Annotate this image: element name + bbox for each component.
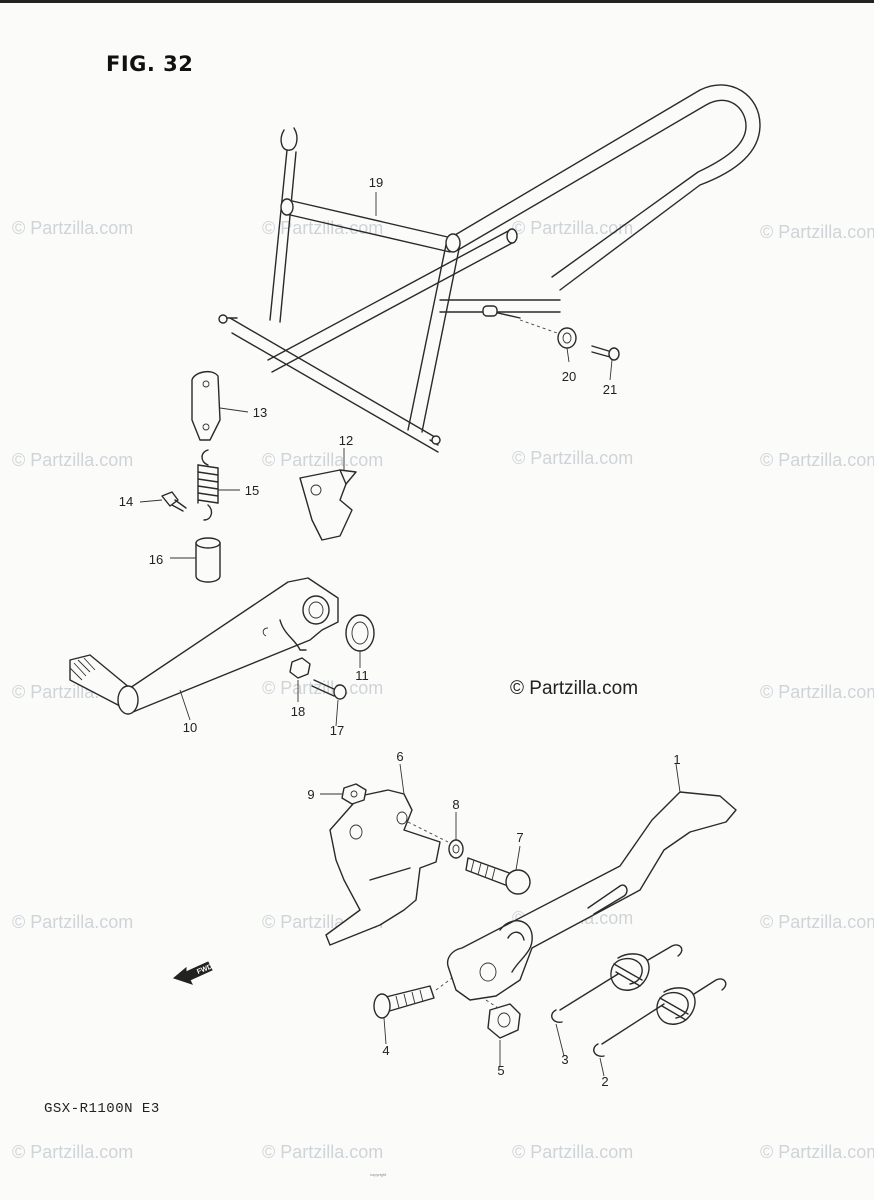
callout-15: 15: [244, 483, 260, 498]
side-stand-1[interactable]: [446, 791, 737, 1001]
figure-title: FIG. 32: [106, 52, 194, 76]
watermark: © Partzilla.com: [760, 682, 874, 702]
callout-14: 14: [118, 494, 134, 509]
watermark: © Partzilla.com: [12, 912, 134, 932]
callout-10: 10: [182, 720, 198, 735]
callout-12: 12: [338, 433, 354, 448]
callout-2: 2: [601, 1074, 609, 1089]
rubber-mount-20[interactable]: [557, 327, 577, 349]
nut-9[interactable]: [341, 783, 367, 805]
sleeve-16[interactable]: [195, 537, 221, 583]
pivot-bolt-4[interactable]: [373, 985, 435, 1019]
bolt-7[interactable]: [465, 857, 531, 895]
bolt-14[interactable]: [161, 491, 187, 512]
callout-17: 17: [329, 723, 345, 738]
bolt-17[interactable]: [311, 679, 347, 700]
callout-19: 19: [368, 175, 384, 190]
callout-1: 1: [673, 752, 681, 767]
washer-11[interactable]: [345, 614, 375, 652]
watermark: © Partzilla.com: [12, 450, 134, 470]
callout-5: 5: [497, 1063, 505, 1078]
watermark: © Partzilla.com: [760, 1142, 874, 1162]
leader-line: [485, 999, 499, 1009]
leader-line: [435, 977, 453, 991]
watermark: © Partzilla.com: [512, 1142, 634, 1162]
watermark: © Partzilla.com: [512, 218, 634, 238]
callout-leaders: [139, 192, 681, 1077]
callout-3: 3: [561, 1052, 569, 1067]
callout-20: 20: [561, 369, 577, 384]
pedal-arm-10[interactable]: [69, 577, 339, 715]
scan-top-edge: [0, 0, 874, 3]
footer-text: copyright: [370, 1172, 387, 1177]
callout-13: 13: [252, 405, 268, 420]
watermark: © Partzilla.com: [262, 1142, 384, 1162]
watermark: © Partzilla.com: [12, 1142, 134, 1162]
watermark: © Partzilla.com: [760, 222, 874, 242]
leader-line: [519, 319, 561, 335]
watermark: © Partzilla.com: [262, 678, 384, 698]
bracket-12[interactable]: [299, 469, 357, 541]
spring-2[interactable]: [593, 978, 727, 1057]
center-watermark: © Partzilla.com: [510, 678, 639, 699]
callout-8: 8: [452, 797, 460, 812]
watermark: © Partzilla.com: [262, 450, 384, 470]
nut-18[interactable]: [289, 657, 311, 679]
stand-bracket-6[interactable]: [325, 789, 441, 946]
spring-bracket-13[interactable]: [191, 370, 221, 441]
leader-line: [407, 821, 449, 843]
nut-5[interactable]: [487, 1003, 521, 1039]
watermark: © Partzilla.com: [760, 912, 874, 932]
fwd-label: FWD: [196, 963, 213, 975]
watermark: © Partzilla.com: [12, 218, 134, 238]
callout-21: 21: [602, 382, 618, 397]
washer-8[interactable]: [448, 839, 464, 859]
callout-16: 16: [148, 552, 164, 567]
callout-7: 7: [516, 830, 524, 845]
watermark: © Partzilla.com: [262, 218, 384, 238]
callout-4: 4: [382, 1043, 390, 1058]
watermark: © Partzilla.com: [760, 450, 874, 470]
rear-stand-frame-19[interactable]: [218, 84, 761, 453]
spring-15[interactable]: [197, 449, 219, 521]
fwd-arrow-icon: FWD: [172, 961, 214, 985]
spring-3[interactable]: [551, 944, 683, 1023]
screw-21[interactable]: [591, 345, 620, 361]
watermark: © Partzilla.com: [512, 448, 634, 468]
callout-18: 18: [290, 704, 306, 719]
callout-6: 6: [396, 749, 404, 764]
callout-11: 11: [355, 668, 369, 683]
model-code: GSX-R1100N E3: [44, 1101, 160, 1117]
callout-9: 9: [307, 787, 315, 802]
